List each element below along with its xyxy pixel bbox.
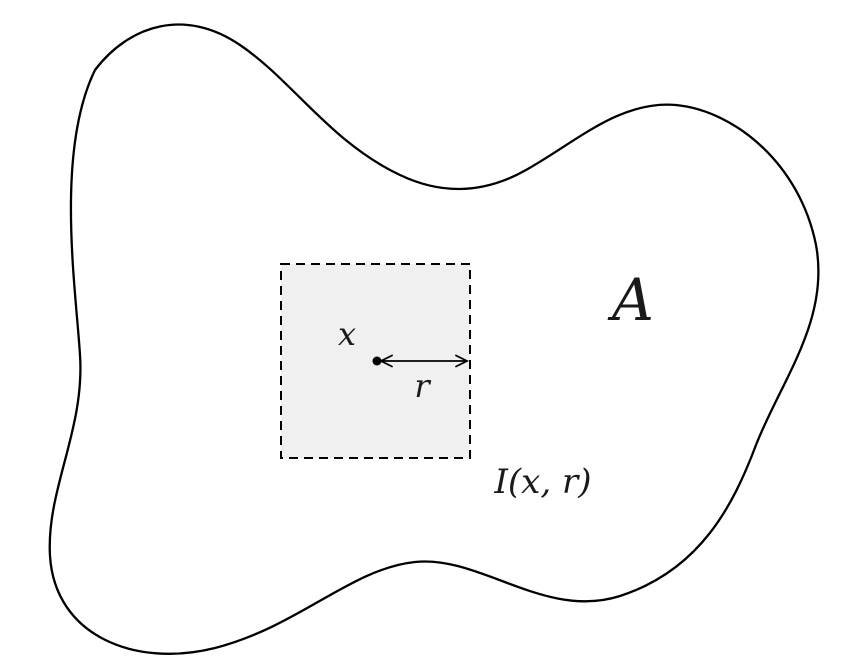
label-center-x: x [338, 315, 356, 353]
label-region-a: A [607, 266, 654, 334]
label-cube-i: I(x, r) [493, 462, 591, 502]
center-point [372, 356, 382, 366]
label-radius-r: r [414, 367, 431, 405]
